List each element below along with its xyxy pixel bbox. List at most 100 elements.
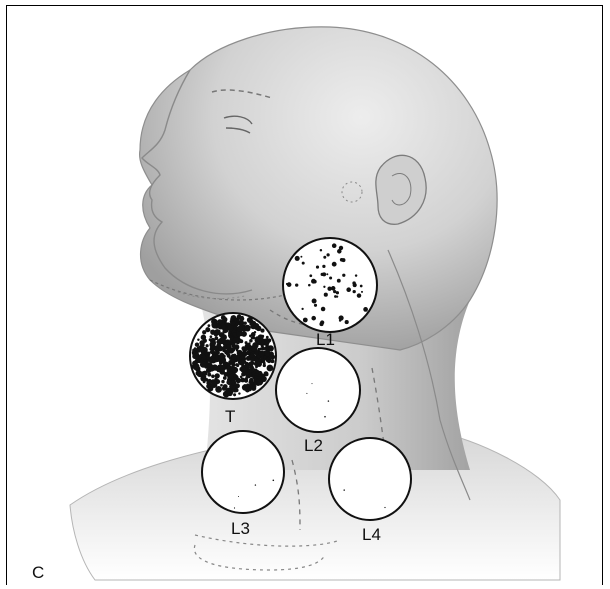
stipple-dot [208,324,211,327]
stipple-dot [226,352,230,356]
stipple-dot [244,325,250,331]
stipple-dot [256,326,262,332]
stipple-dot [266,336,269,339]
stipple-dot [197,338,199,340]
stipple-dot [201,347,204,350]
stipple-dot [232,380,236,384]
stipple-dot [259,339,265,345]
stipple-dot [207,379,211,383]
stipple-dot [240,375,243,378]
stipple-dot [219,337,226,344]
stipple-dot [233,332,237,336]
stipple-dot [309,274,312,277]
stipple-dot [234,507,235,508]
stipple-dot [194,347,196,349]
stipple-dot [332,243,337,248]
stipple-dot [201,336,205,340]
stipple-dot [346,287,351,292]
stipple-dot [355,274,357,276]
stipple-dot [258,350,264,356]
stipple-dot [196,347,202,353]
panel-label: C [32,564,44,581]
stipple-dot [322,272,326,276]
stipple-dot [210,335,213,338]
stipple-dot [352,281,355,284]
stipple-dot [233,346,237,350]
stipple-dot [206,355,210,359]
stipple-dot [301,308,303,310]
stipple-dot [223,384,228,389]
stipple-dot [263,362,266,365]
stipple-dot [345,320,349,324]
stipple-dot [337,279,341,283]
stipple-dot [200,361,207,368]
stipple-dot [233,337,239,343]
stipple-dot [295,283,298,286]
stipple-dot [329,276,332,279]
stipple-dot [223,391,230,398]
stipple-dot [249,381,252,384]
stipple-dot [239,359,245,365]
stipple-dot [251,337,254,340]
stipple-dot [247,317,253,323]
stipple-dot [235,377,238,380]
stipple-dot [227,380,232,385]
stipple-dot [214,360,217,363]
stipple-dot [211,381,218,388]
stipple-dot [261,335,264,338]
stipple-dot [302,262,305,265]
stipple-dot [223,344,226,347]
stipple-dot [210,356,213,359]
stipple-dot [207,373,211,377]
stipple-dot [251,346,257,352]
stipple-dot [221,325,226,330]
stipple-dot [342,274,345,277]
stipple-dot [268,348,270,350]
stipple-dot [334,295,337,298]
stipple-dot [241,379,244,382]
stipple-dot [211,375,215,379]
stipple-dot [263,356,266,359]
stipple-dot [230,358,236,364]
stipple-dot [321,307,326,312]
stipple-dot [230,321,235,326]
stipple-dot [217,319,222,324]
stipple-dot [343,489,344,490]
stipple-dot [322,265,325,268]
stipple-dot [324,293,328,297]
stipple-dot [219,361,223,365]
stipple-dot [240,367,246,373]
stipple-dot [217,368,221,372]
stipple-dot [267,359,271,363]
stipple-dot [203,380,206,383]
node-circle-L1 [283,238,377,332]
stipple-dot [221,380,224,383]
stipple-dot [201,358,204,361]
stipple-dot [203,375,207,379]
stipple-dot [228,332,231,335]
stipple-dot [206,384,210,388]
stipple-dot [270,359,274,363]
stipple-dot [210,340,216,346]
stipple-dot [254,358,259,363]
stipple-dot [357,293,361,297]
stipple-dot [192,352,194,354]
stipple-dot [250,354,254,358]
stipple-dot [320,249,322,251]
stipple-dot [326,253,329,256]
stipple-dot [311,316,316,321]
stipple-dot [220,384,223,387]
stipple-dot [361,291,363,293]
stipple-dot [248,361,253,366]
stipple-dot [265,373,268,376]
tumor-circle-T [190,313,276,399]
stipple-dot [237,315,241,319]
stipple-dot [195,342,199,346]
stipple-dot [295,256,300,261]
stipple-dot [339,319,341,321]
stipple-dot [269,352,274,357]
node-circle-L3 [202,431,284,513]
stipple-dot [316,266,319,269]
stipple-dot [194,367,197,370]
stipple-dot [214,378,217,381]
